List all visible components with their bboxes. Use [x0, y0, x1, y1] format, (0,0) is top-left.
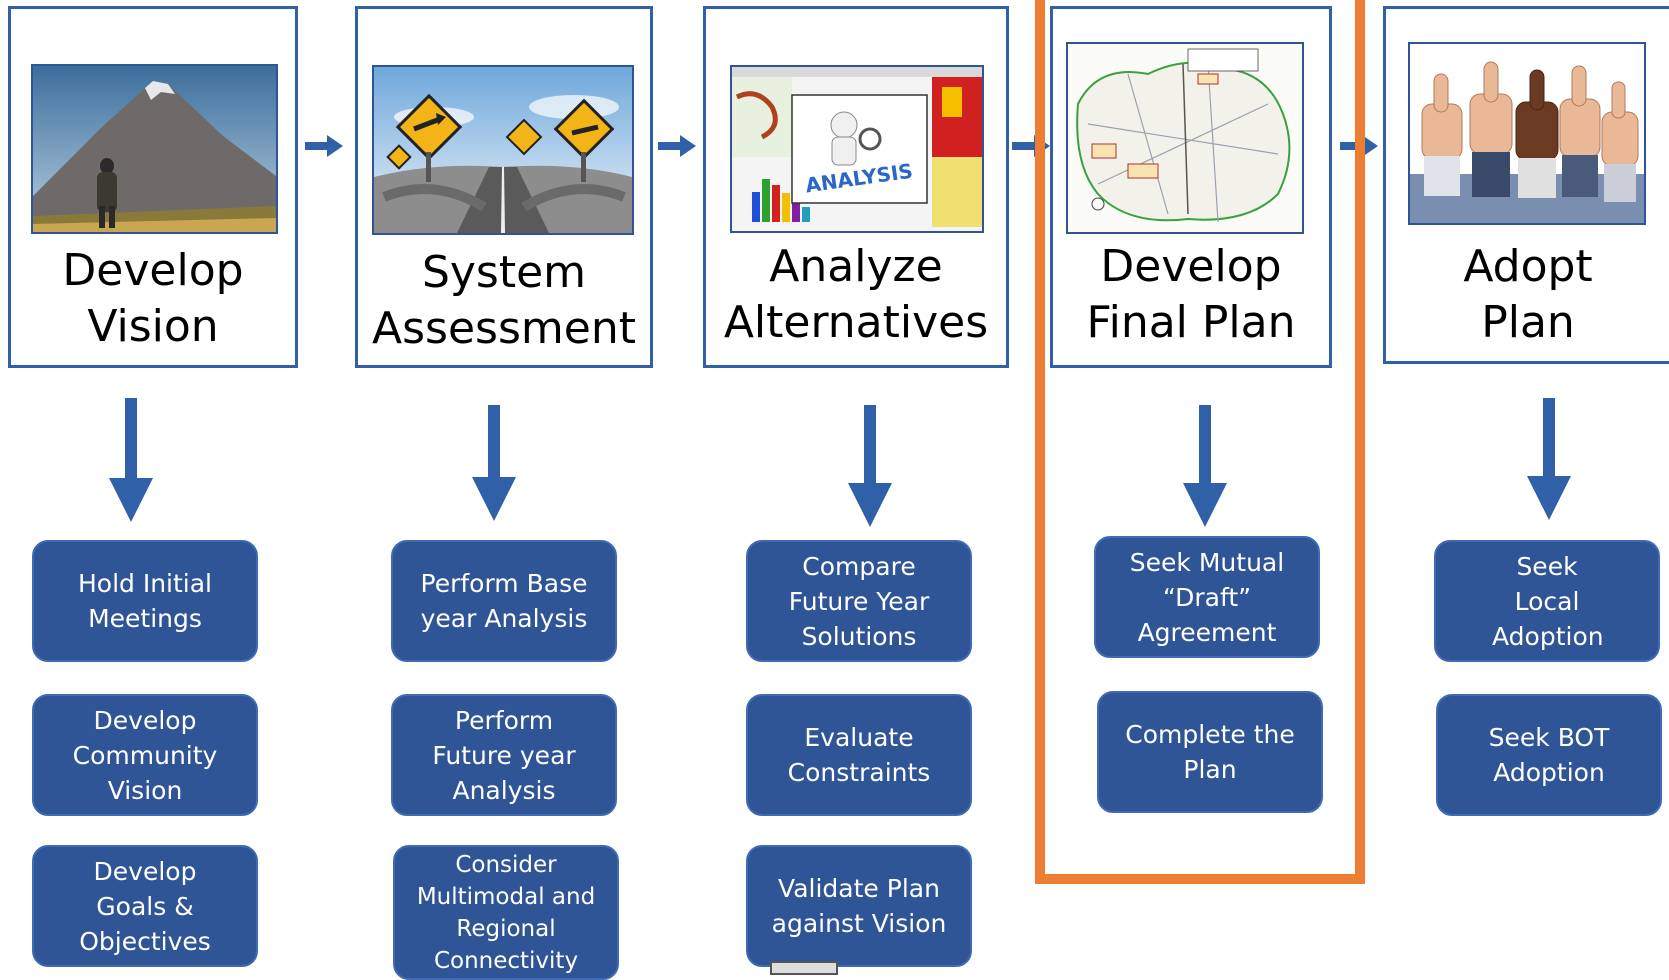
stage-develop-final-plan: Develop Final Plan — [1050, 6, 1332, 368]
task-box: Perform Future year Analysis — [391, 694, 617, 816]
task-box: Compare Future Year Solutions — [746, 540, 972, 662]
stage-title: Develop Vision — [62, 245, 244, 352]
task-box: Develop Community Vision — [32, 694, 258, 816]
stage-analyze-alternatives: ANALYSIS Analyze Alternatives — [703, 6, 1009, 368]
task-box: Perform Base year Analysis — [391, 540, 617, 662]
task-box: Develop Goals & Objectives — [32, 845, 258, 967]
stage-title: System Assessment — [372, 247, 636, 354]
right-arrow-icon — [305, 135, 343, 157]
down-arrow-icon — [1527, 398, 1571, 520]
task-box: Seek Mutual “Draft” Agreement — [1094, 536, 1320, 658]
down-arrow-icon — [109, 398, 153, 522]
task-box: Consider Multimodal and Regional Connect… — [393, 845, 619, 980]
map-image — [1066, 42, 1304, 234]
stage-title: Develop Final Plan — [1086, 241, 1296, 348]
task-box: Seek BOT Adoption — [1436, 694, 1662, 816]
task-box: Validate Plan against Vision — [746, 845, 972, 967]
stage-system-assessment: System Assessment — [355, 6, 653, 368]
down-arrow-icon — [848, 405, 892, 527]
road-signs-image — [372, 65, 634, 235]
stage-title: Adopt Plan — [1463, 241, 1593, 348]
task-box: Seek Local Adoption — [1434, 540, 1660, 662]
mountain-hiker-image — [31, 64, 278, 234]
partial-element — [770, 961, 838, 975]
right-arrow-icon — [1340, 135, 1378, 157]
right-arrow-icon — [658, 135, 696, 157]
down-arrow-icon — [472, 405, 516, 521]
task-box: Complete the Plan — [1097, 691, 1323, 813]
down-arrow-icon — [1183, 405, 1227, 527]
analysis-screens-image: ANALYSIS — [730, 65, 984, 233]
stage-adopt-plan: Adopt Plan — [1383, 6, 1669, 364]
thumbs-up-image — [1408, 42, 1646, 225]
stage-title: Analyze Alternatives — [723, 241, 989, 348]
task-box: Hold Initial Meetings — [32, 540, 258, 662]
stage-develop-vision: Develop Vision — [8, 6, 298, 368]
highlight-frame — [1035, 0, 1365, 884]
task-box: Evaluate Constraints — [746, 694, 972, 816]
